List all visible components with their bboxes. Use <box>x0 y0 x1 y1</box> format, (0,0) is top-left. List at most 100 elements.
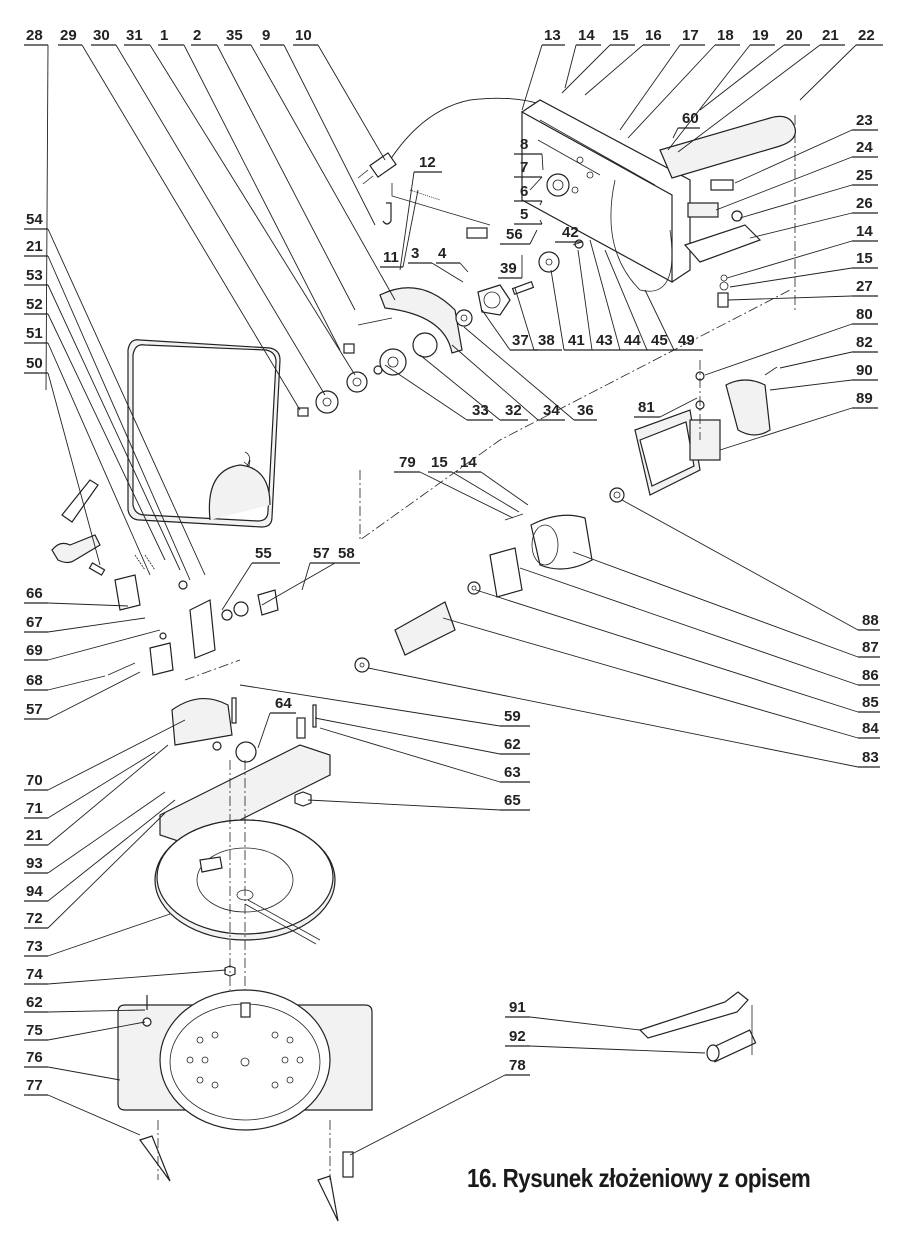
callout-leader-line <box>47 675 106 691</box>
callout-89: 89 <box>719 390 878 451</box>
callout-leader-line <box>529 1045 706 1054</box>
callout-32: 32 <box>419 354 528 421</box>
callout-leader-line <box>749 212 853 239</box>
callout-leader-line <box>47 255 191 581</box>
callout-14: 14 <box>564 27 601 89</box>
callout-leader-line <box>149 44 356 376</box>
callout-number: 8 <box>520 136 528 153</box>
callout-57: 57 <box>24 671 141 720</box>
callout-number: 19 <box>752 27 769 44</box>
callout-leader-line <box>589 239 621 351</box>
callout-16: 16 <box>584 27 670 96</box>
parts-drawings <box>51 97 797 1222</box>
callout-42: 42 <box>555 224 583 246</box>
callout-28: 28 <box>24 27 49 391</box>
callout-number: 82 <box>856 334 873 351</box>
callout-29: 29 <box>58 27 301 411</box>
callout-15: 15 <box>561 27 635 94</box>
callout-number: 1 <box>160 27 168 44</box>
callout-number: 22 <box>858 27 875 44</box>
callout-number: 12 <box>419 154 436 171</box>
callout-17: 17 <box>619 27 705 131</box>
callout-leader-line <box>115 44 326 396</box>
callout-leader-line <box>47 342 151 576</box>
callout-74: 74 <box>24 966 227 985</box>
callout-21: 21 <box>24 238 191 581</box>
callout-leader-line <box>307 799 501 811</box>
callout-leader-line <box>183 44 341 351</box>
callout-number: 72 <box>26 910 43 927</box>
callout-12: 12 <box>399 154 442 271</box>
callout-leader-line <box>539 200 543 206</box>
callout-number: 6 <box>520 183 528 200</box>
callout-75: 75 <box>24 1021 146 1041</box>
callout-65: 65 <box>307 792 530 811</box>
callout-leader-line <box>521 44 543 111</box>
callout-number: 10 <box>295 27 312 44</box>
callout-leader-line <box>519 567 859 686</box>
callout-number: 88 <box>862 612 879 629</box>
callout-number: 30 <box>93 27 110 44</box>
saw-blade-part <box>127 339 281 528</box>
callout-80: 80 <box>704 306 878 376</box>
callout-number: 86 <box>862 667 879 684</box>
callout-59: 59 <box>239 684 530 727</box>
callout-number: 37 <box>512 332 529 349</box>
callout-56: 56 <box>500 226 538 245</box>
callout-43: 43 <box>577 249 620 351</box>
callout-leader-line <box>529 176 543 191</box>
callout-leader-line <box>572 551 859 658</box>
callout-number: 28 <box>26 27 43 44</box>
callout-number: 49 <box>678 332 695 349</box>
power-cord-part <box>357 97 541 185</box>
callout-4: 4 <box>436 245 469 273</box>
callout-number: 70 <box>26 772 43 789</box>
callout-9: 9 <box>260 27 376 226</box>
callout-leader-line <box>644 289 675 351</box>
callout-leader-line <box>47 719 186 791</box>
blade-guard-part <box>343 287 463 358</box>
callout-number: 91 <box>509 999 526 1016</box>
callout-leader-line <box>319 727 501 783</box>
callout-number: 21 <box>26 238 43 255</box>
callout-84: 84 <box>442 617 880 739</box>
callout-26: 26 <box>749 195 878 239</box>
callout-leader-line <box>45 44 49 391</box>
callout-leader-line <box>419 354 501 421</box>
callout-71: 71 <box>24 751 156 819</box>
callout-leader-line <box>699 44 785 111</box>
callout-number: 50 <box>26 355 43 372</box>
callout-leader-line <box>349 1074 506 1156</box>
callout-52: 52 <box>24 296 166 561</box>
callout-11: 11 <box>380 189 419 268</box>
callout-50: 50 <box>24 355 101 566</box>
callout-leader-line <box>399 171 415 271</box>
callout-66: 66 <box>24 585 129 607</box>
callout-24: 24 <box>715 139 878 211</box>
callout-number: 51 <box>26 325 43 342</box>
callout-leader-line <box>47 629 161 661</box>
callout-number: 71 <box>26 800 43 817</box>
callout-44: 44 <box>589 239 648 351</box>
callout-number: 69 <box>26 642 43 659</box>
callout-leader-line <box>250 44 396 301</box>
callout-leader-line <box>47 372 101 566</box>
callout-leader-line <box>47 1094 141 1136</box>
callout-54: 54 <box>24 211 206 576</box>
callout-86: 86 <box>519 567 880 686</box>
callout-leader-line <box>367 667 859 768</box>
callout-leader-line <box>47 744 169 846</box>
callout-number: 66 <box>26 585 43 602</box>
callout-leader-line <box>317 44 386 161</box>
callout-number: 42 <box>562 224 579 241</box>
callout-15: 15 <box>729 250 878 288</box>
callout-number: 60 <box>682 110 699 127</box>
callout-leader-line <box>572 241 583 246</box>
callout-leader-line <box>541 153 544 171</box>
callout-number: 44 <box>624 332 641 349</box>
callout-63: 63 <box>319 727 530 783</box>
callout-5: 5 <box>514 206 543 225</box>
callout-number: 20 <box>786 27 803 44</box>
callout-leader-line <box>739 184 853 219</box>
